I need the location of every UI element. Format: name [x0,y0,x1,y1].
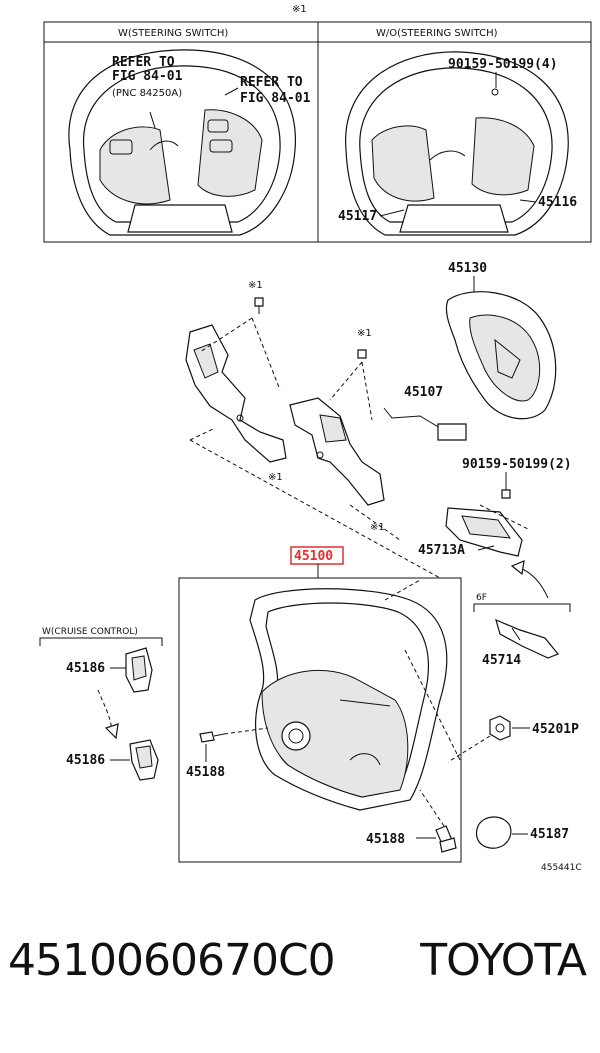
steering-wheel-without-switch-illustration [345,51,569,236]
part-45713A-label: 45713A [418,543,465,558]
switch-cover-left [185,324,287,463]
refer-note-2-line1: REFER TO [240,75,303,90]
part-45188-lower-label: 45188 [366,832,405,847]
nut-45201P [489,715,511,741]
footer: 4510060670C0 TOYOTA [0,935,600,1015]
right-screw-label: 90159-50199(4) [448,57,558,72]
steering-wheel-45100-illustration [249,588,448,811]
cruise-control-title: W(CRUISE CONTROL) [42,627,138,637]
note-mark-a: ※1 [248,280,263,291]
switch-variant-panels: W(STEERING SWITCH) W/O(STEERING SWITCH) … [43,21,592,243]
part-45188-upper-label: 45188 [186,765,225,780]
part-45130-label: 45130 [448,261,487,276]
steering-wheel-with-switch-illustration [68,49,296,236]
part-45714-label: 45714 [482,653,521,668]
part-45100-highlight [290,546,344,565]
note-mark-top: ※1 [292,4,307,15]
cruise-switch-45186-top [125,647,153,693]
bracket-45713A-illustration [445,507,523,557]
refer-note-1-line1: REFER TO [112,55,175,70]
part-45186-top-label: 45186 [66,661,105,676]
cruise-switch-45186-bottom [129,739,159,781]
panel-right-title: W/O(STEERING SWITCH) [376,28,498,39]
part-90159-2-label: 90159-50199(2) [462,457,572,472]
diagram-code: 455441C [541,863,582,873]
footer-part-number: 4510060670C0 [8,935,336,986]
cover-45187 [475,816,512,849]
footer-brand: TOYOTA [420,935,587,986]
right-45117-label: 45117 [338,209,377,224]
part-45107-label: 45107 [404,385,443,400]
cover-45714-illustration [495,618,559,659]
refer-note-1-line2: FIG 84-01 [112,69,183,84]
refer-note-2-line2: FIG 84-01 [240,91,311,106]
group-6F-label: 6F [476,593,487,603]
part-45187-label: 45187 [530,827,569,842]
right-45116-label: 45116 [538,195,577,210]
panel-left-title: W(STEERING SWITCH) [118,28,228,39]
part-45186-bottom-label: 45186 [66,753,105,768]
part-45201P-label: 45201P [532,722,579,737]
note-mark-c: ※1 [357,328,372,339]
screw-45188-upper [199,731,225,743]
note-mark-d: ※1 [370,522,385,533]
refer-note-1-line3: (PNC 84250A) [112,88,182,99]
screw-45188-lower [435,825,457,853]
note-mark-b: ※1 [268,472,283,483]
part-45100-label: 45100 [294,549,333,564]
horn-pad-45130-illustration [445,291,557,420]
switch-cover-right [289,397,385,506]
wire-45107-illustration [383,407,467,441]
